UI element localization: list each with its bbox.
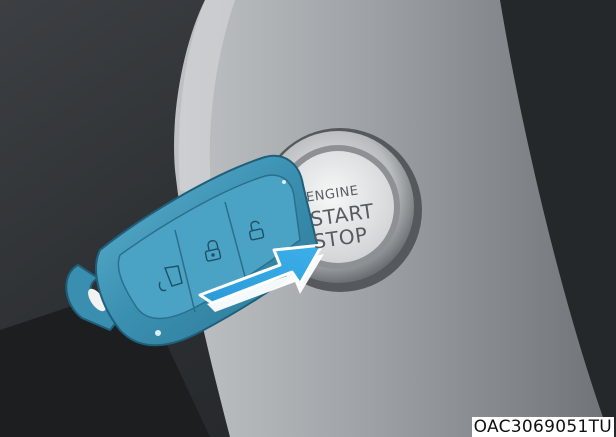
fob-led-dot: [282, 180, 286, 184]
fob-screw-dot: [155, 330, 161, 336]
figure-code: OAC3069051TU: [472, 417, 614, 437]
